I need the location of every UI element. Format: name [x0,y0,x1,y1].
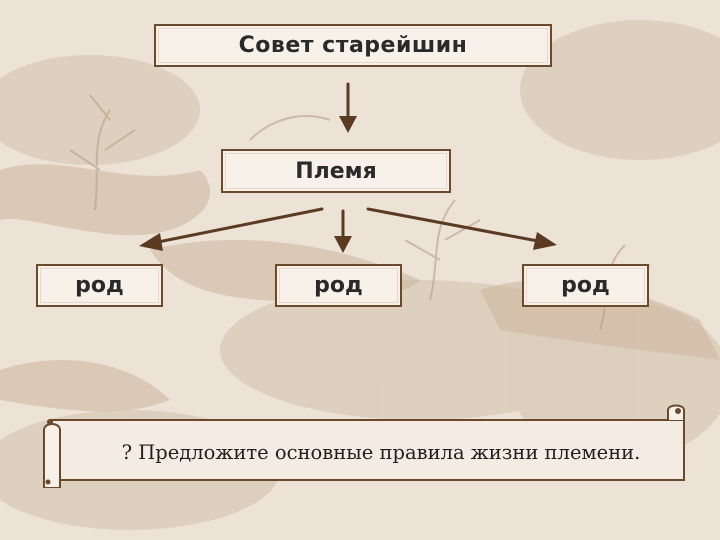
clan-box-left: род [36,264,163,307]
clan-box-middle: род [275,264,402,307]
council-of-elders-box: Совет старейшин [154,24,552,67]
clan-label: род [75,273,124,298]
council-of-elders-label: Совет старейшин [238,33,468,58]
question-text: ? Предложите основные правила жизни плем… [121,440,641,464]
question-scroll-banner: ? Предложите основные правила жизни плем… [38,404,694,494]
clan-box-right: род [522,264,649,307]
clan-label: род [314,273,363,298]
tribe-box: Племя [221,149,451,193]
clan-label: род [561,273,610,298]
tribe-label: Племя [295,158,377,184]
scroll-shape [43,404,685,494]
